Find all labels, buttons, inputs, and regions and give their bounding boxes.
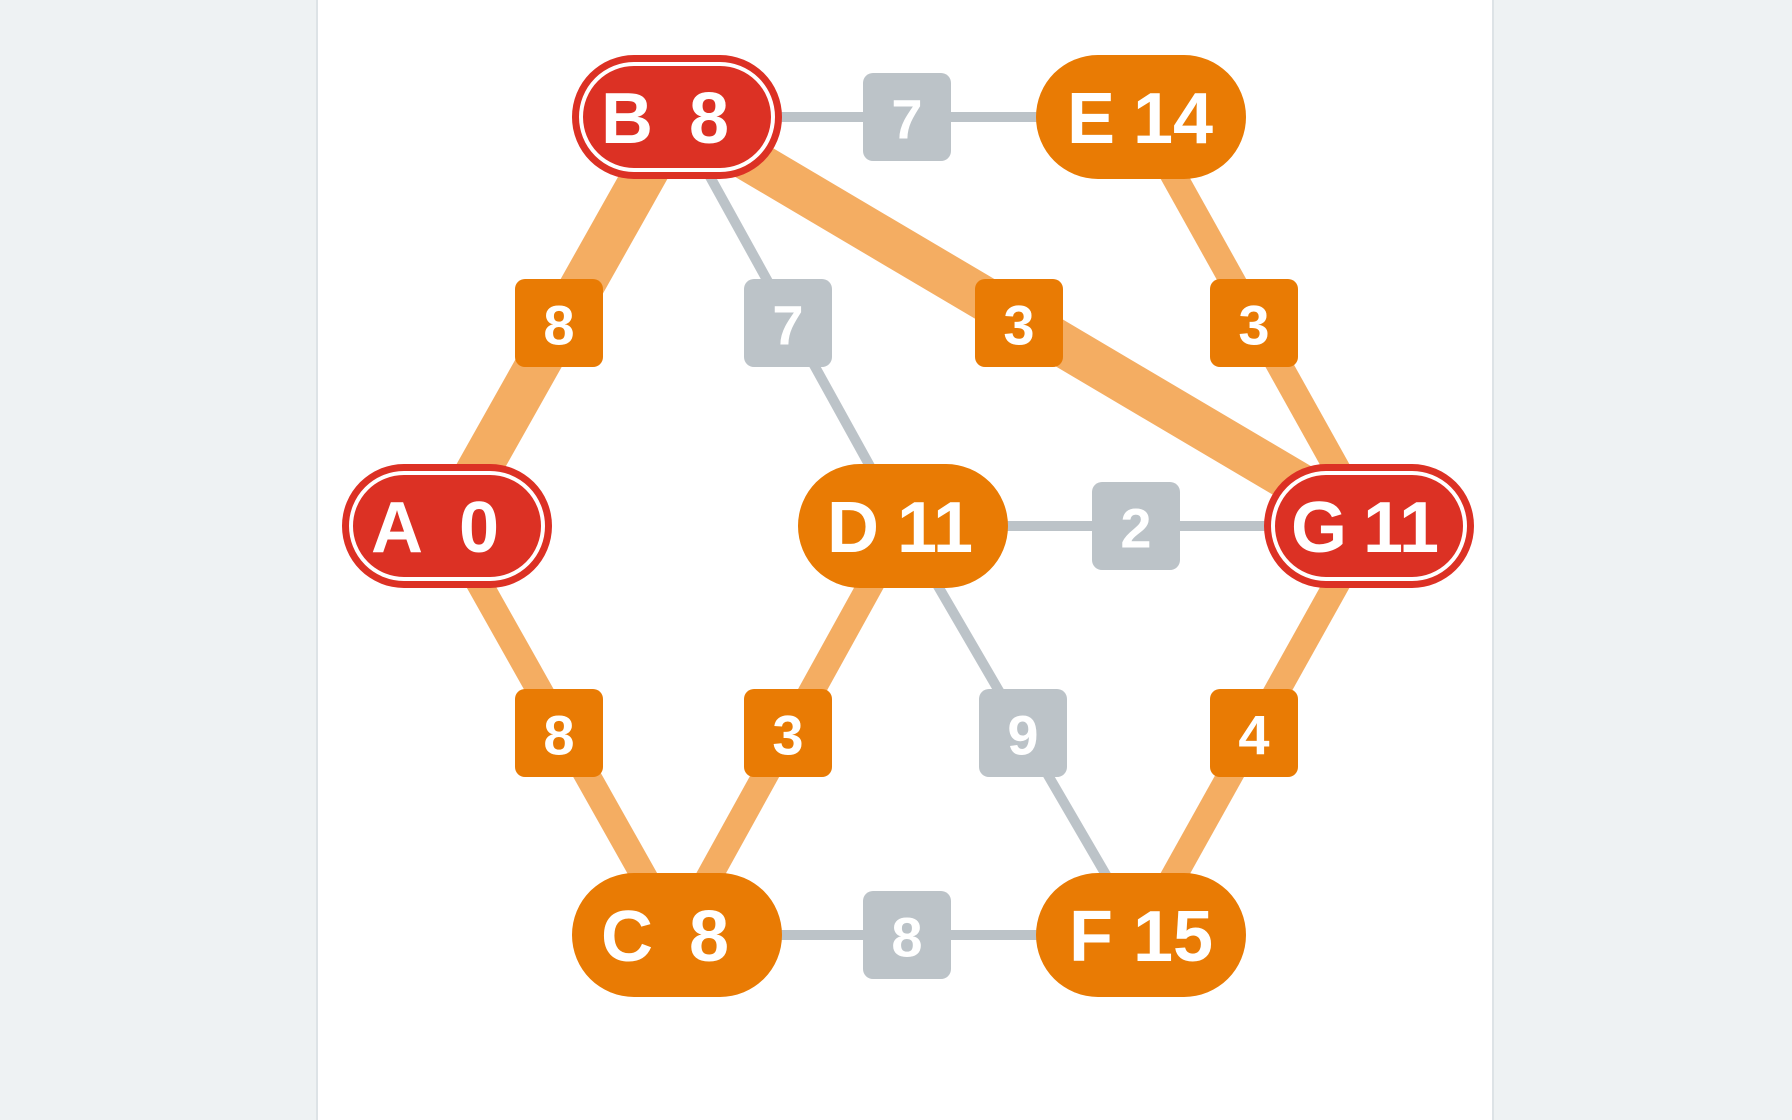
weight-label: 8 — [891, 906, 922, 969]
weight-b-e: 7 — [863, 73, 951, 161]
weight-label: 4 — [1238, 704, 1269, 767]
node-name: D — [827, 488, 879, 568]
weight-box — [515, 279, 603, 367]
weight-box — [744, 279, 832, 367]
node-name: F — [1069, 897, 1113, 977]
node-distance: 15 — [1133, 897, 1213, 977]
node-name: E — [1067, 79, 1115, 159]
weight-c-f: 8 — [863, 891, 951, 979]
weight-c-d: 3 — [744, 689, 832, 777]
weight-label: 8 — [543, 294, 574, 357]
node-name: B — [601, 79, 653, 159]
weight-box — [744, 689, 832, 777]
node-pill — [1036, 873, 1246, 997]
selected-ring — [579, 62, 775, 172]
weight-label: 7 — [772, 294, 803, 357]
node-distance: 14 — [1133, 79, 1213, 159]
weight-label: 8 — [543, 704, 574, 767]
weight-d-g: 2 — [1092, 482, 1180, 570]
weight-label: 3 — [1003, 294, 1034, 357]
node-pill — [1264, 464, 1474, 588]
weight-box — [515, 689, 603, 777]
node-pill — [798, 464, 1008, 588]
weight-label: 3 — [772, 704, 803, 767]
weight-box — [975, 279, 1063, 367]
weight-box — [863, 891, 951, 979]
node-name: G — [1291, 488, 1347, 568]
node-distance: 0 — [459, 488, 499, 568]
node-distance: 8 — [689, 79, 729, 159]
weight-label: 3 — [1238, 294, 1269, 357]
node-pill — [572, 55, 782, 179]
node-pill — [1036, 55, 1246, 179]
weight-box — [1210, 279, 1298, 367]
weight-b-d: 7 — [744, 279, 832, 367]
node-distance: 11 — [1363, 488, 1439, 568]
weight-e-g: 3 — [1210, 279, 1298, 367]
weight-label: 7 — [891, 88, 922, 151]
weight-box — [1092, 482, 1180, 570]
weight-box — [979, 689, 1067, 777]
selected-ring — [1271, 471, 1467, 581]
weight-box — [1210, 689, 1298, 777]
weights-layer: 8 8 7 7 3 3 3 2 9 4 8 — [515, 73, 1298, 979]
weight-a-c: 8 — [515, 689, 603, 777]
node-pill — [572, 873, 782, 997]
weight-label: 9 — [1007, 704, 1038, 767]
weight-box — [863, 73, 951, 161]
node-distance: 11 — [897, 488, 973, 568]
weight-label: 2 — [1120, 497, 1151, 560]
node-name: C — [601, 897, 653, 977]
weight-a-b: 8 — [515, 279, 603, 367]
weight-g-f: 4 — [1210, 689, 1298, 777]
node-name: A — [371, 488, 423, 568]
weight-b-g: 3 — [975, 279, 1063, 367]
node-distance: 8 — [689, 897, 729, 977]
weight-d-f: 9 — [979, 689, 1067, 777]
node-pill — [342, 464, 552, 588]
selected-ring — [349, 471, 545, 581]
